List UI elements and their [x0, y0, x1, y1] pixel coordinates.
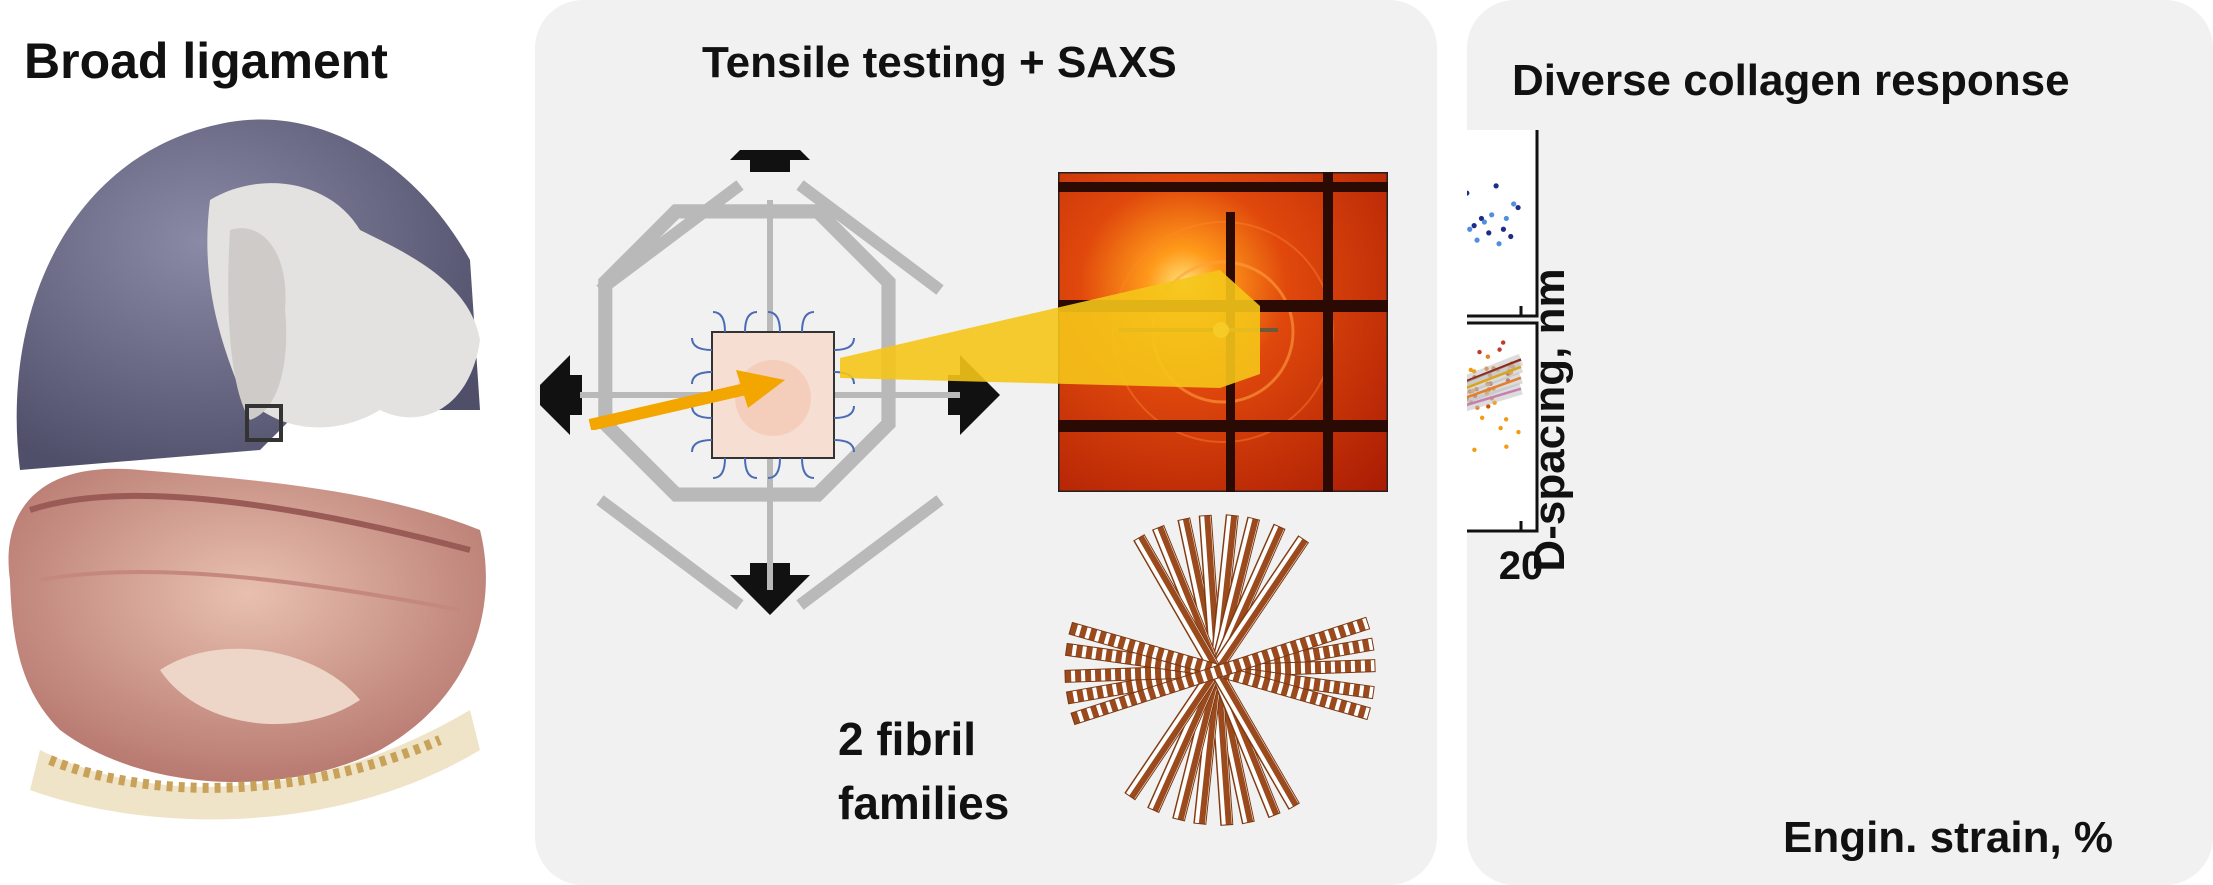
data-point-aged: [1516, 429, 1521, 435]
data-point-young-0: [1508, 233, 1514, 240]
data-point-young-1: [1467, 226, 1473, 232]
data-point-young-0: [1478, 215, 1485, 222]
fit-line-3: [1467, 376, 1522, 399]
data-point-aged: [1485, 354, 1491, 359]
fit-line-2: [1467, 387, 1522, 407]
region-marker-box: [245, 404, 283, 442]
plot-frame-0: [1467, 130, 1539, 318]
fibril-families-label-line1: 2 fibril: [838, 713, 977, 765]
fibril-families-diagram: [1064, 514, 1376, 826]
data-point-young-1: [1489, 212, 1495, 218]
data-point-young-1: [1511, 201, 1517, 207]
x-axis-label: Engin. strain, %: [1783, 813, 2113, 862]
data-point-young-0: [1486, 230, 1492, 236]
data-point-aged: [1468, 367, 1474, 373]
data-point-aged: [1498, 425, 1503, 431]
data-point-young-1: [1503, 215, 1509, 222]
data-point-young-0: [1471, 223, 1477, 229]
x-tick-label: 20: [1499, 544, 1544, 588]
data-point-aged: [1472, 447, 1477, 453]
grip-frame: [598, 204, 896, 502]
dspacing-charts: D-spacing, nm Engin. strain, % Young64.8…: [1467, 130, 2113, 862]
xray-beam: [588, 270, 1260, 430]
data-point-young-0: [1467, 190, 1470, 196]
fit-line-0: [1467, 358, 1522, 383]
panel-title-broad-ligament: Broad ligament: [24, 33, 388, 89]
data-point-young-0: [1515, 204, 1521, 211]
panel-title-tensile-saxs: Tensile testing + SAXS: [702, 38, 1177, 87]
data-point-young-1: [1481, 219, 1487, 225]
collagen-response-panel: [1467, 0, 2213, 885]
data-point-young-1: [1496, 241, 1502, 247]
data-point-young-1: [1474, 237, 1480, 243]
data-point-aged: [1497, 347, 1502, 352]
data-point-young-0: [1493, 183, 1499, 189]
fit-line-1: [1467, 365, 1522, 389]
ligament-illustration: [8, 119, 486, 820]
arrow-left-icon: [540, 355, 582, 435]
data-point-aged: [1503, 417, 1509, 422]
data-point-aged: [1504, 444, 1509, 449]
panel-title-collagen-response: Diverse collagen response: [1512, 56, 2070, 105]
data-point-aged: [1477, 349, 1482, 355]
data-point-young-0: [1500, 226, 1507, 232]
data-point-aged: [1479, 415, 1485, 421]
arrow-up-icon: [730, 150, 810, 172]
data-point-aged: [1486, 404, 1491, 409]
data-point-aged: [1500, 340, 1506, 345]
fibril-families-label-line2: families: [838, 777, 1010, 829]
